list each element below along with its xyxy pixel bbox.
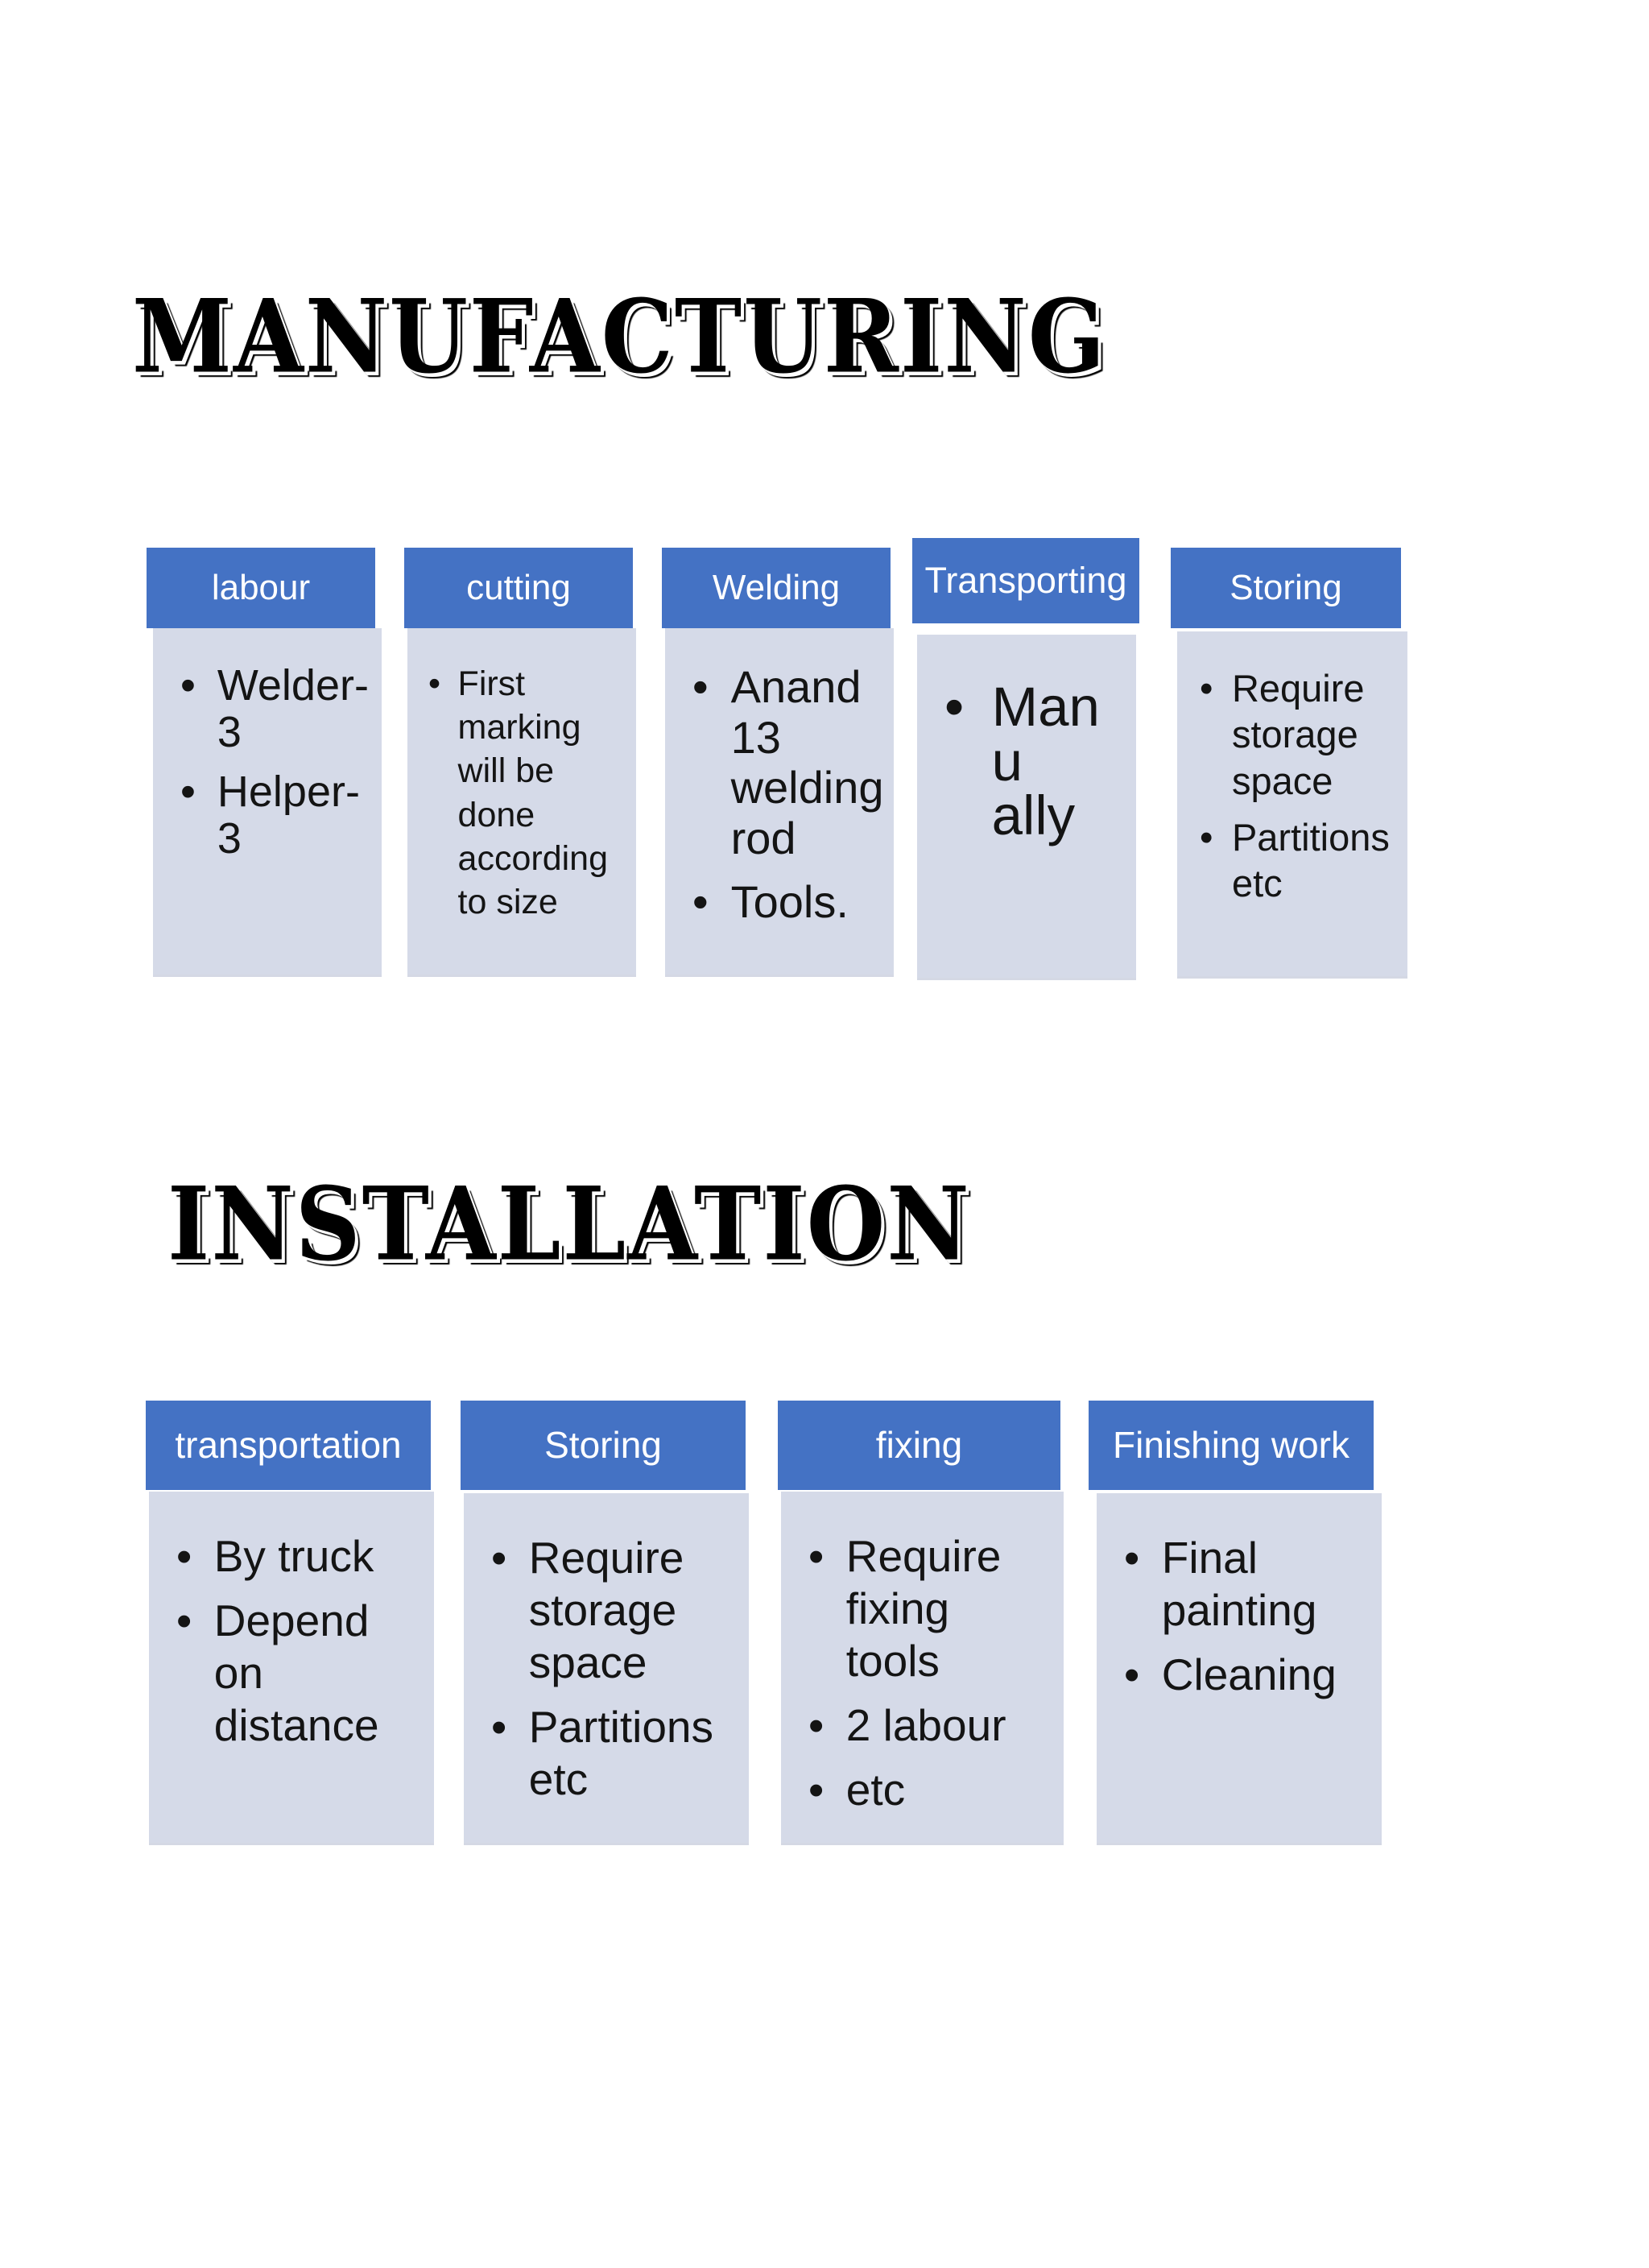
bullet-item: First marking will be done according to … xyxy=(428,662,628,924)
box-body-labour: Welder- 3 Helper- 3 xyxy=(153,628,382,975)
process-box-storing-1: Storing Require storage space Partitions… xyxy=(1171,548,1407,978)
box-header-fixing: fixing xyxy=(778,1401,1060,1490)
bullet-item: Require storage space xyxy=(491,1532,741,1689)
box-header-storing-2: Storing xyxy=(461,1401,746,1490)
process-box-labour: labour Welder- 3 Helper- 3 xyxy=(147,548,382,978)
box-body-transporting: Manu ally xyxy=(917,635,1136,978)
bullet-item: Tools. xyxy=(692,876,886,928)
box-body-welding: Anand 13 welding rod Tools. xyxy=(665,628,894,975)
box-header-labour: labour xyxy=(147,548,375,628)
box-header-transporting: Transporting xyxy=(912,538,1139,623)
bullet-list: Final painting Cleaning xyxy=(1097,1493,1382,1701)
bullet-list: Manu ally xyxy=(917,635,1136,843)
bullet-list: Anand 13 welding rod Tools. xyxy=(665,628,894,927)
box-header-storing-1: Storing xyxy=(1171,548,1401,628)
bullet-item: Require storage space xyxy=(1200,665,1399,804)
section-title-manufacturing: MANUFACTURING xyxy=(132,277,1107,396)
process-box-transporting: Transporting Manu ally xyxy=(912,538,1139,979)
bullet-item: Partitions etc xyxy=(1200,814,1399,907)
bullet-list: Require storage space Partitions etc xyxy=(1177,631,1407,907)
box-body-fixing: Require fixing tools 2 labour etc xyxy=(781,1492,1064,1843)
box-body-cutting: First marking will be done according to … xyxy=(407,628,636,975)
bullet-item: Partitions etc xyxy=(491,1701,741,1806)
bullet-item: Require fixing tools xyxy=(808,1530,1056,1687)
process-box-fixing: fixing Require fixing tools 2 labour etc xyxy=(778,1401,1064,1843)
bullet-item: Welder- 3 xyxy=(180,662,374,756)
bullet-list: First marking will be done according to … xyxy=(407,628,636,924)
box-body-storing-1: Require storage space Partitions etc xyxy=(1177,631,1407,976)
bullet-list: Require storage space Partitions etc xyxy=(464,1493,749,1806)
box-body-transportation: By truck Depend on distance xyxy=(149,1492,434,1843)
bullet-item: Anand 13 welding rod xyxy=(692,661,886,864)
box-header-transportation: transportation xyxy=(146,1401,431,1490)
bullet-item: etc xyxy=(808,1764,1056,1816)
process-box-welding: Welding Anand 13 welding rod Tools. xyxy=(662,548,894,978)
box-header-cutting: cutting xyxy=(404,548,633,628)
bullet-item: Helper- 3 xyxy=(180,768,374,863)
bullet-item: Depend on distance xyxy=(176,1595,426,1752)
section-title-installation: INSTALLATION xyxy=(167,1165,971,1284)
bullet-list: Welder- 3 Helper- 3 xyxy=(153,628,382,862)
box-header-finishing-work: Finishing work xyxy=(1089,1401,1374,1490)
bullet-item: Manu ally xyxy=(944,679,1128,843)
bullet-list: By truck Depend on distance xyxy=(149,1492,434,1752)
bullet-item: Cleaning xyxy=(1124,1649,1374,1701)
box-body-finishing-work: Final painting Cleaning xyxy=(1097,1493,1382,1843)
process-box-finishing-work: Finishing work Final painting Cleaning xyxy=(1089,1401,1382,1843)
bullet-item: Final painting xyxy=(1124,1532,1374,1637)
box-header-welding: Welding xyxy=(662,548,891,628)
bullet-item: By truck xyxy=(176,1530,426,1583)
bullet-item: 2 labour xyxy=(808,1699,1056,1752)
bullet-list: Require fixing tools 2 labour etc xyxy=(781,1492,1064,1816)
box-body-storing-2: Require storage space Partitions etc xyxy=(464,1493,749,1843)
process-box-transportation: transportation By truck Depend on distan… xyxy=(146,1401,434,1843)
process-box-storing-2: Storing Require storage space Partitions… xyxy=(461,1401,749,1843)
process-box-cutting: cutting First marking will be done accor… xyxy=(404,548,636,978)
